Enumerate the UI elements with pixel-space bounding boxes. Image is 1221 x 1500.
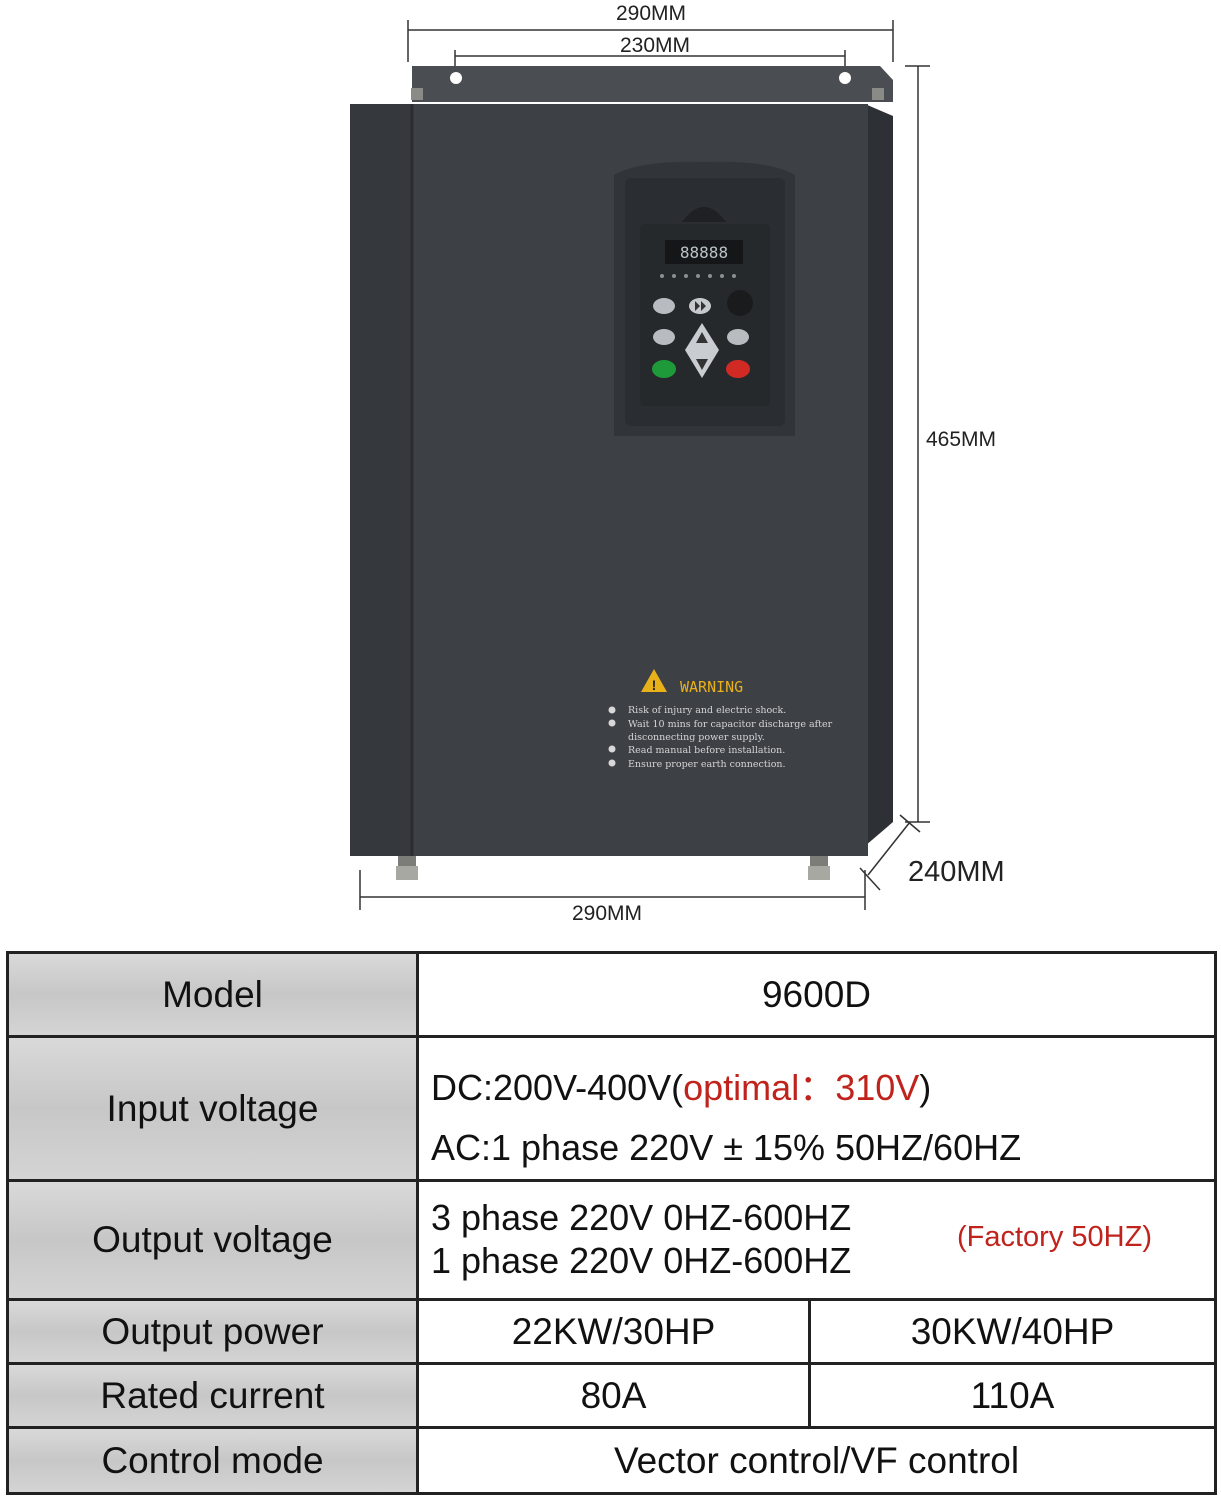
enclosure-hinge-strip xyxy=(350,104,412,856)
dim-bottom-label: 290MM xyxy=(572,902,643,925)
inverter-illustration: 88888 ! WARNING Risk of injury and elect… xyxy=(350,20,930,910)
prg-button[interactable] xyxy=(653,298,675,314)
warning-item: Read manual before installation. xyxy=(628,745,785,756)
enclosure-feet xyxy=(396,856,830,880)
spec-table: Model 9600D Input voltage DC:200V-400V(o… xyxy=(6,951,1217,1495)
up-down-button[interactable] xyxy=(685,323,719,378)
warning-item: Wait 10 mins for capacitor discharge aft… xyxy=(628,719,833,730)
warning-label: ! WARNING Risk of injury and electric sh… xyxy=(608,669,833,770)
speed-knob[interactable] xyxy=(727,290,753,316)
warning-icon xyxy=(641,669,667,692)
dimension-bottom xyxy=(359,870,866,910)
rated-current-value-2: 110A xyxy=(970,1374,1055,1416)
output-power-value-1: 22KW/30HP xyxy=(419,1301,811,1362)
output-voltage-value: 3 phase 220V 0HZ-600HZ 1 phase 220V 0HZ-… xyxy=(419,1182,1214,1298)
input-dc-optimal: optimal：310V xyxy=(683,1067,920,1108)
model-value: 9600D xyxy=(419,954,1214,1035)
func-button[interactable] xyxy=(653,329,675,345)
dim-top-outer-label: 290MM xyxy=(616,2,687,25)
warning-item: Risk of injury and electric shock. xyxy=(628,705,786,716)
run-button[interactable] xyxy=(652,360,676,378)
dim-height-label: 465MM xyxy=(926,428,997,451)
warning-item: Ensure proper earth connection. xyxy=(628,759,786,770)
dim-depth-label: 240MM xyxy=(908,856,1005,888)
output-voltage-label: Output voltage xyxy=(9,1182,419,1298)
row-rated-current: Rated current 80A 110A xyxy=(9,1365,1214,1429)
output-1-phase: 1 phase 220V 0HZ-600HZ xyxy=(431,1240,852,1281)
rated-current-label: Rated current xyxy=(9,1365,419,1426)
enter-button[interactable] xyxy=(727,329,749,345)
dim-top-inner-label: 230MM xyxy=(620,34,691,57)
output-3-phase: 3 phase 220V 0HZ-600HZ xyxy=(431,1197,852,1238)
dimension-depth xyxy=(859,814,921,891)
indicator-lights xyxy=(660,274,736,278)
led-digits: 88888 xyxy=(680,243,728,262)
input-voltage-value: DC:200V-400V(optimal：310V) AC:1 phase 22… xyxy=(419,1038,1214,1179)
stop-button[interactable] xyxy=(726,360,750,378)
mounting-plate xyxy=(411,66,893,102)
warning-title: WARNING xyxy=(680,678,743,696)
output-factory-note: (Factory 50HZ) xyxy=(957,1221,1152,1253)
control-mode-label: Control mode xyxy=(9,1429,419,1492)
svg-text:!: ! xyxy=(652,677,657,693)
rated-current-value-1: 80A xyxy=(419,1365,811,1426)
row-input-voltage: Input voltage DC:200V-400V(optimal：310V)… xyxy=(9,1038,1214,1182)
control-mode-value: Vector control/VF control xyxy=(419,1429,1214,1492)
input-ac: AC:1 phase 220V ± 15% 50HZ/60HZ xyxy=(431,1127,1022,1168)
row-model: Model 9600D xyxy=(9,954,1214,1038)
output-power-value-2: 30KW/40HP xyxy=(910,1310,1115,1352)
row-control-mode: Control mode Vector control/VF control xyxy=(9,1429,1214,1492)
warning-item: disconnecting power supply. xyxy=(628,732,765,743)
input-voltage-label: Input voltage xyxy=(9,1038,419,1179)
row-output-power: Output power 22KW/30HP 30KW/40HP xyxy=(9,1301,1214,1365)
input-dc: DC:200V-400V( xyxy=(431,1067,684,1108)
led-display xyxy=(665,240,743,264)
input-dc-suffix: ) xyxy=(919,1067,932,1108)
row-output-voltage: Output voltage 3 phase 220V 0HZ-600HZ 1 … xyxy=(9,1182,1214,1301)
enclosure-side xyxy=(865,104,893,846)
dimension-top-inner xyxy=(454,50,846,66)
model-label: Model xyxy=(9,954,419,1035)
output-power-label: Output power xyxy=(9,1301,419,1362)
dimension-top-outer xyxy=(407,20,894,62)
